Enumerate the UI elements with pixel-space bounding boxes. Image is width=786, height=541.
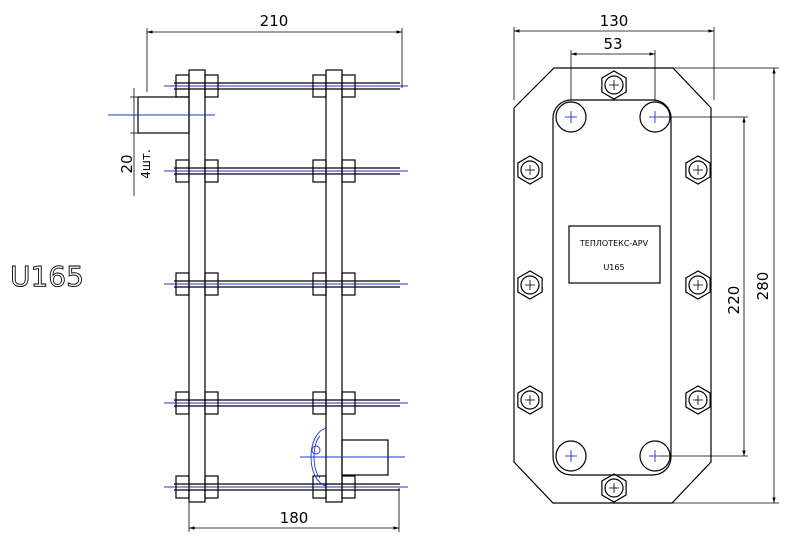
nut: [312, 391, 327, 415]
outlet-port-bottom: [300, 427, 405, 487]
nut: [312, 74, 327, 98]
nameplate-model: U165: [603, 263, 624, 272]
frame-bolt: [685, 270, 711, 300]
ports: [555, 101, 671, 472]
nut: [175, 475, 190, 499]
side-view: 210 180 20 4шт.: [108, 12, 408, 532]
frame-bolt: [601, 473, 627, 503]
nameplate: [568, 225, 661, 284]
nut: [312, 475, 327, 499]
fixed-plate: [188, 69, 206, 503]
frame-bolt: [685, 385, 711, 415]
nameplate-manufacturer: ТЕПЛОТЕКС-АРV: [579, 239, 649, 248]
dim-port-spacing: 53: [603, 35, 622, 53]
nut: [312, 159, 327, 183]
frame-bolt: [601, 70, 627, 100]
port-quantity-note: 4шт.: [139, 149, 153, 178]
plate-pack: [552, 99, 672, 476]
tie-rods: [164, 74, 408, 499]
frame-bolts: [517, 70, 711, 503]
port-opening: [555, 101, 587, 133]
nut: [312, 272, 327, 296]
tie-rod: [164, 159, 408, 183]
nut: [204, 272, 219, 296]
nut: [341, 159, 356, 183]
nut: [175, 159, 190, 183]
inlet-port-top: [108, 88, 215, 196]
frame-bolt: [517, 155, 543, 185]
nut: [341, 272, 356, 296]
dim-overall-height: 280: [754, 272, 772, 301]
tie-rod: [164, 475, 408, 499]
dim-overall-length: 210: [260, 12, 289, 30]
dim-frame-length: 180: [280, 509, 309, 527]
nut: [175, 272, 190, 296]
model-label: U165: [10, 260, 84, 293]
nut: [341, 391, 356, 415]
tie-rod: [164, 272, 408, 296]
frame-outline: [513, 67, 712, 504]
nut: [175, 391, 190, 415]
nut: [341, 74, 356, 98]
pressure-plate: [325, 69, 343, 503]
tie-rod: [164, 74, 408, 98]
dim-port-height: 220: [725, 286, 743, 315]
nut: [204, 159, 219, 183]
tie-rod: [164, 391, 408, 415]
frame-bolt: [517, 270, 543, 300]
dim-port: 20: [118, 154, 136, 173]
frame-bolt: [517, 385, 543, 415]
port-opening: [555, 440, 587, 472]
nut: [204, 74, 219, 98]
nut: [341, 475, 356, 499]
frame-bolt: [685, 155, 711, 185]
dim-frame-width: 130: [600, 12, 629, 30]
nut: [204, 475, 219, 499]
nut: [204, 391, 219, 415]
front-view: ТЕПЛОТЕКС-АРV U165 130 53 220 280: [513, 12, 779, 504]
